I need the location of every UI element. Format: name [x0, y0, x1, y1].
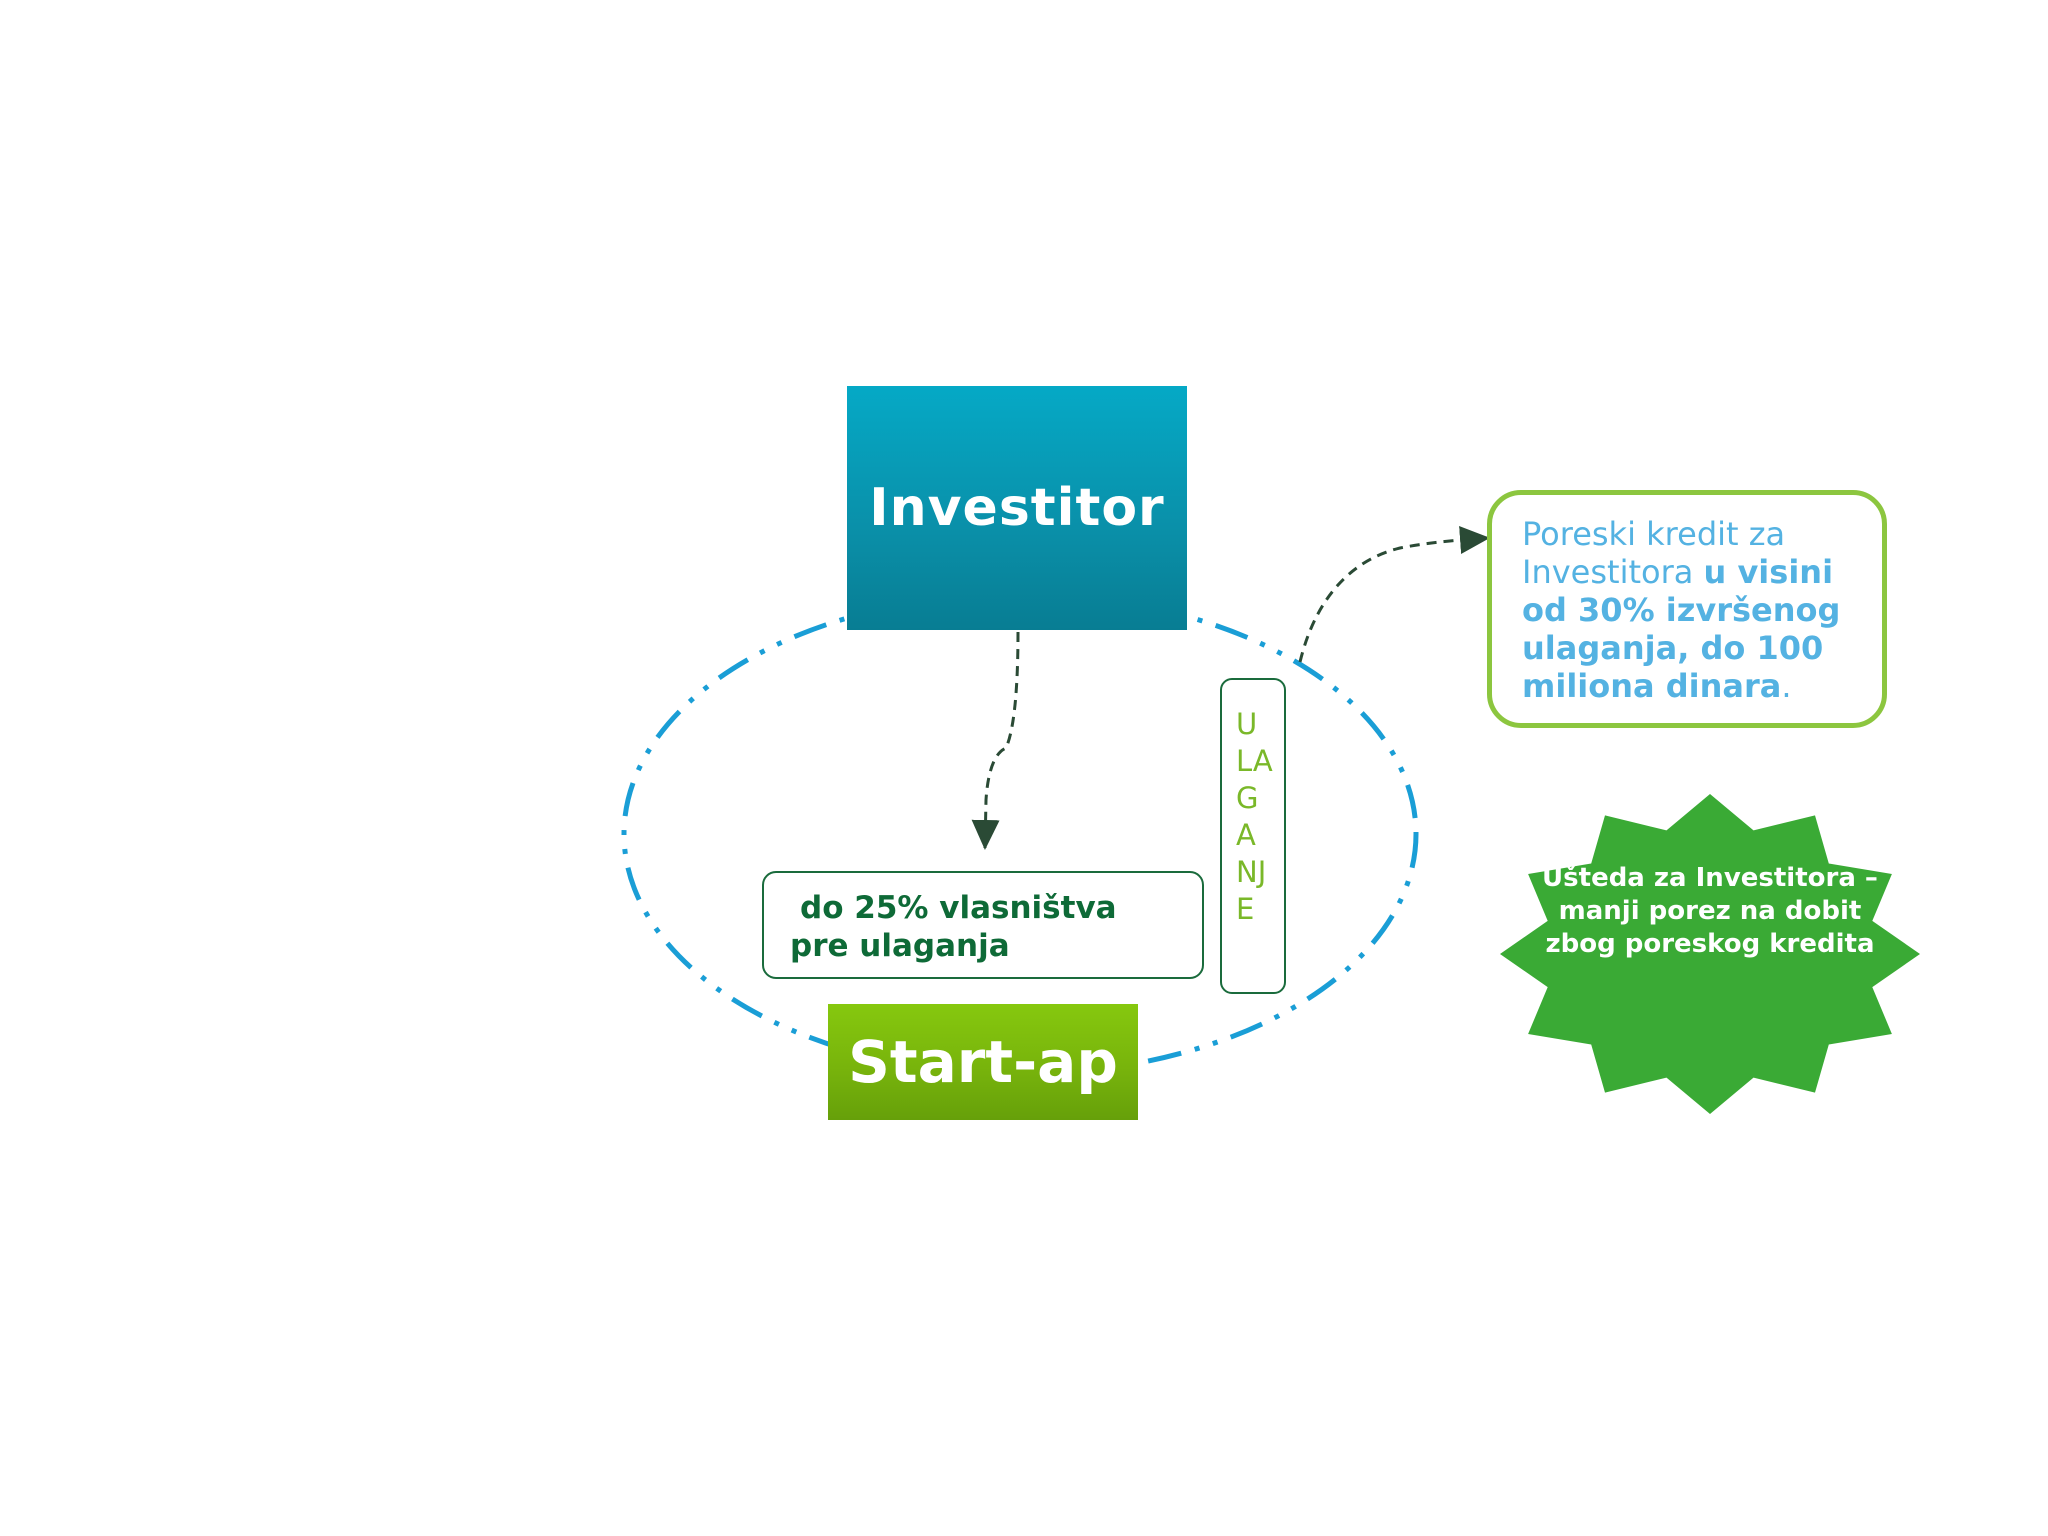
ownership-note: do 25% vlasništva pre ulaganja: [762, 871, 1204, 979]
ownership-line-2: pre ulaganja: [790, 928, 1010, 964]
tax-credit-text-1: Poreski kredit za Investitora: [1522, 515, 1786, 591]
startup-node: Start-ap: [828, 1004, 1138, 1120]
startup-label: Start-ap: [848, 1028, 1118, 1096]
investor-node: Investitor: [847, 386, 1187, 630]
tax-credit-text-2: .: [1781, 667, 1792, 705]
investment-label-box: U LA G A NJ E: [1220, 678, 1286, 994]
investment-label: U LA G A NJ E: [1236, 707, 1273, 926]
investor-label: Investitor: [869, 478, 1165, 538]
savings-starburst: [1500, 794, 1920, 1114]
startup-investment-ellipse: [621, 591, 1419, 1077]
tax-credit-note: Poreski kredit za Investitora u visini o…: [1487, 490, 1887, 728]
investor-to-ownership-arrow: [971, 631, 1020, 850]
savings-label: Ušteda za Investitora – manji porez na d…: [1542, 863, 1878, 959]
ownership-line-1: do 25% vlasništva: [800, 890, 1117, 926]
investment-to-tax-credit-arrow: [1298, 526, 1490, 663]
tax-credit-text-bold: u visini od 30% izvršenog ulaganja, do 1…: [1522, 553, 1841, 705]
